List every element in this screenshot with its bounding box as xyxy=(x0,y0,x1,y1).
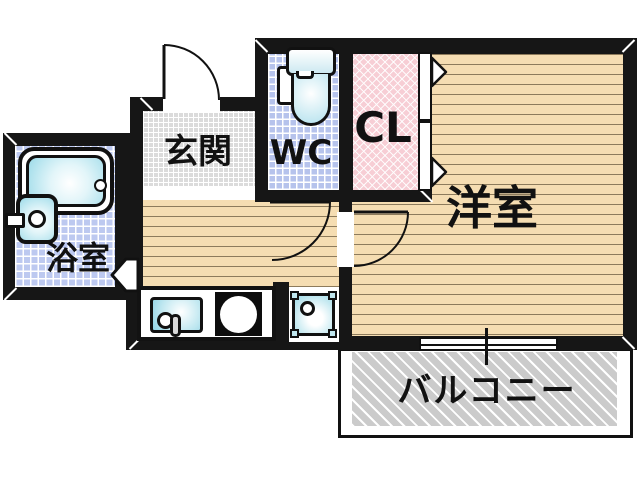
stove-burner xyxy=(220,296,257,333)
bath-bottom-wall xyxy=(3,287,137,300)
pan-corner xyxy=(328,291,337,300)
balcony-label: バルコニー xyxy=(397,371,577,411)
genkan-floor xyxy=(143,110,255,188)
room-door-opening xyxy=(337,212,354,267)
wc-left-wall xyxy=(255,38,268,202)
pan-drain xyxy=(300,301,315,316)
closet-door-divider xyxy=(418,119,432,123)
sliding-window-sash-line xyxy=(421,344,556,346)
bathroom-label: 浴室 xyxy=(45,239,111,277)
western-room-label: 洋室 xyxy=(446,181,538,235)
entrance-door-sill xyxy=(163,96,220,112)
pan-left-wall xyxy=(273,282,289,342)
wc-cl-divider-wall xyxy=(339,38,353,202)
bath-top-wall xyxy=(3,133,140,146)
pan-corner xyxy=(290,329,299,338)
washing-machine-pan xyxy=(292,293,335,336)
washbasin xyxy=(16,194,58,244)
washbasin-bowl xyxy=(28,210,46,228)
bath-right-wall xyxy=(115,140,143,300)
toilet-bowl xyxy=(291,74,331,126)
genkan-label: 玄関 xyxy=(164,132,232,172)
right-wall xyxy=(623,38,637,350)
wc-label: WC xyxy=(269,133,333,173)
balcony-deck xyxy=(352,352,617,426)
closet-label: CL xyxy=(354,103,412,152)
sliding-window xyxy=(419,337,558,351)
mid-horizontal-wall xyxy=(255,190,432,202)
pan-corner xyxy=(290,291,299,300)
kitchen-faucet xyxy=(170,314,181,337)
closet-floor xyxy=(352,52,418,191)
washbasin-faucet xyxy=(5,213,25,228)
genkan-step xyxy=(143,186,255,200)
toilet-lid-notch xyxy=(296,71,314,79)
genkan-top-wall-left xyxy=(140,97,163,111)
bathtub-drain xyxy=(94,179,107,192)
sliding-window-center-tick xyxy=(485,328,488,365)
genkan-top-wall-right xyxy=(220,97,265,111)
entrance-door-arc xyxy=(163,44,220,101)
pan-corner xyxy=(328,329,337,338)
